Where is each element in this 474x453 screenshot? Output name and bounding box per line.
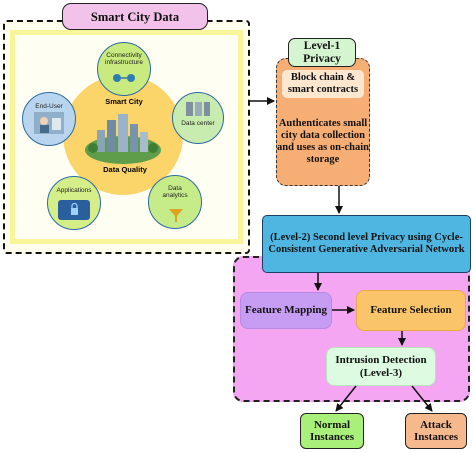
smart-city-illustration	[85, 114, 161, 164]
funnel-icon	[169, 209, 183, 222]
level2-box: (Level-2) Second level Privacy using Cyc…	[262, 215, 471, 273]
orbit-applications: Applications	[47, 176, 101, 230]
core-subtitle: Data Quality	[103, 165, 147, 174]
orbit-data-center-label: Data center	[181, 120, 215, 127]
intrusion-detection-box: Intrusion Detection (Level-3)	[326, 347, 436, 386]
normal-instances-box: Normal Instances	[300, 413, 364, 449]
user-photo-icon	[34, 112, 64, 134]
orbit-data-center: Data center	[172, 92, 224, 144]
smart-city-title: Smart City Data	[62, 3, 208, 30]
orbit-end-user-label: End-User	[35, 103, 63, 110]
orbit-connectivity: Connectivity infrastructure	[97, 42, 151, 96]
feature-mapping-box: Feature Mapping	[240, 292, 332, 329]
level1-title: Level-1 Privacy	[288, 38, 356, 67]
core-title: Smart City	[105, 97, 143, 106]
arrow-intrusion-to-attack	[411, 385, 433, 412]
orbit-connectivity-label: Connectivity infrastructure	[105, 52, 143, 67]
feature-selection-box: Feature Selection	[356, 290, 466, 331]
orbit-applications-label: Applications	[56, 187, 92, 194]
arrow-intrusion-to-normal	[335, 385, 357, 412]
server-icon	[186, 102, 210, 116]
level1-description: Authenticates small city data collection…	[277, 117, 369, 166]
attack-instances-box: Attack Instances	[405, 413, 467, 449]
network-icon	[113, 74, 135, 82]
blockchain-box: Block chain & smart contracts	[282, 70, 364, 98]
lock-screen-icon	[58, 200, 90, 220]
orbit-data-analytics-label: Data analytics	[162, 185, 188, 200]
